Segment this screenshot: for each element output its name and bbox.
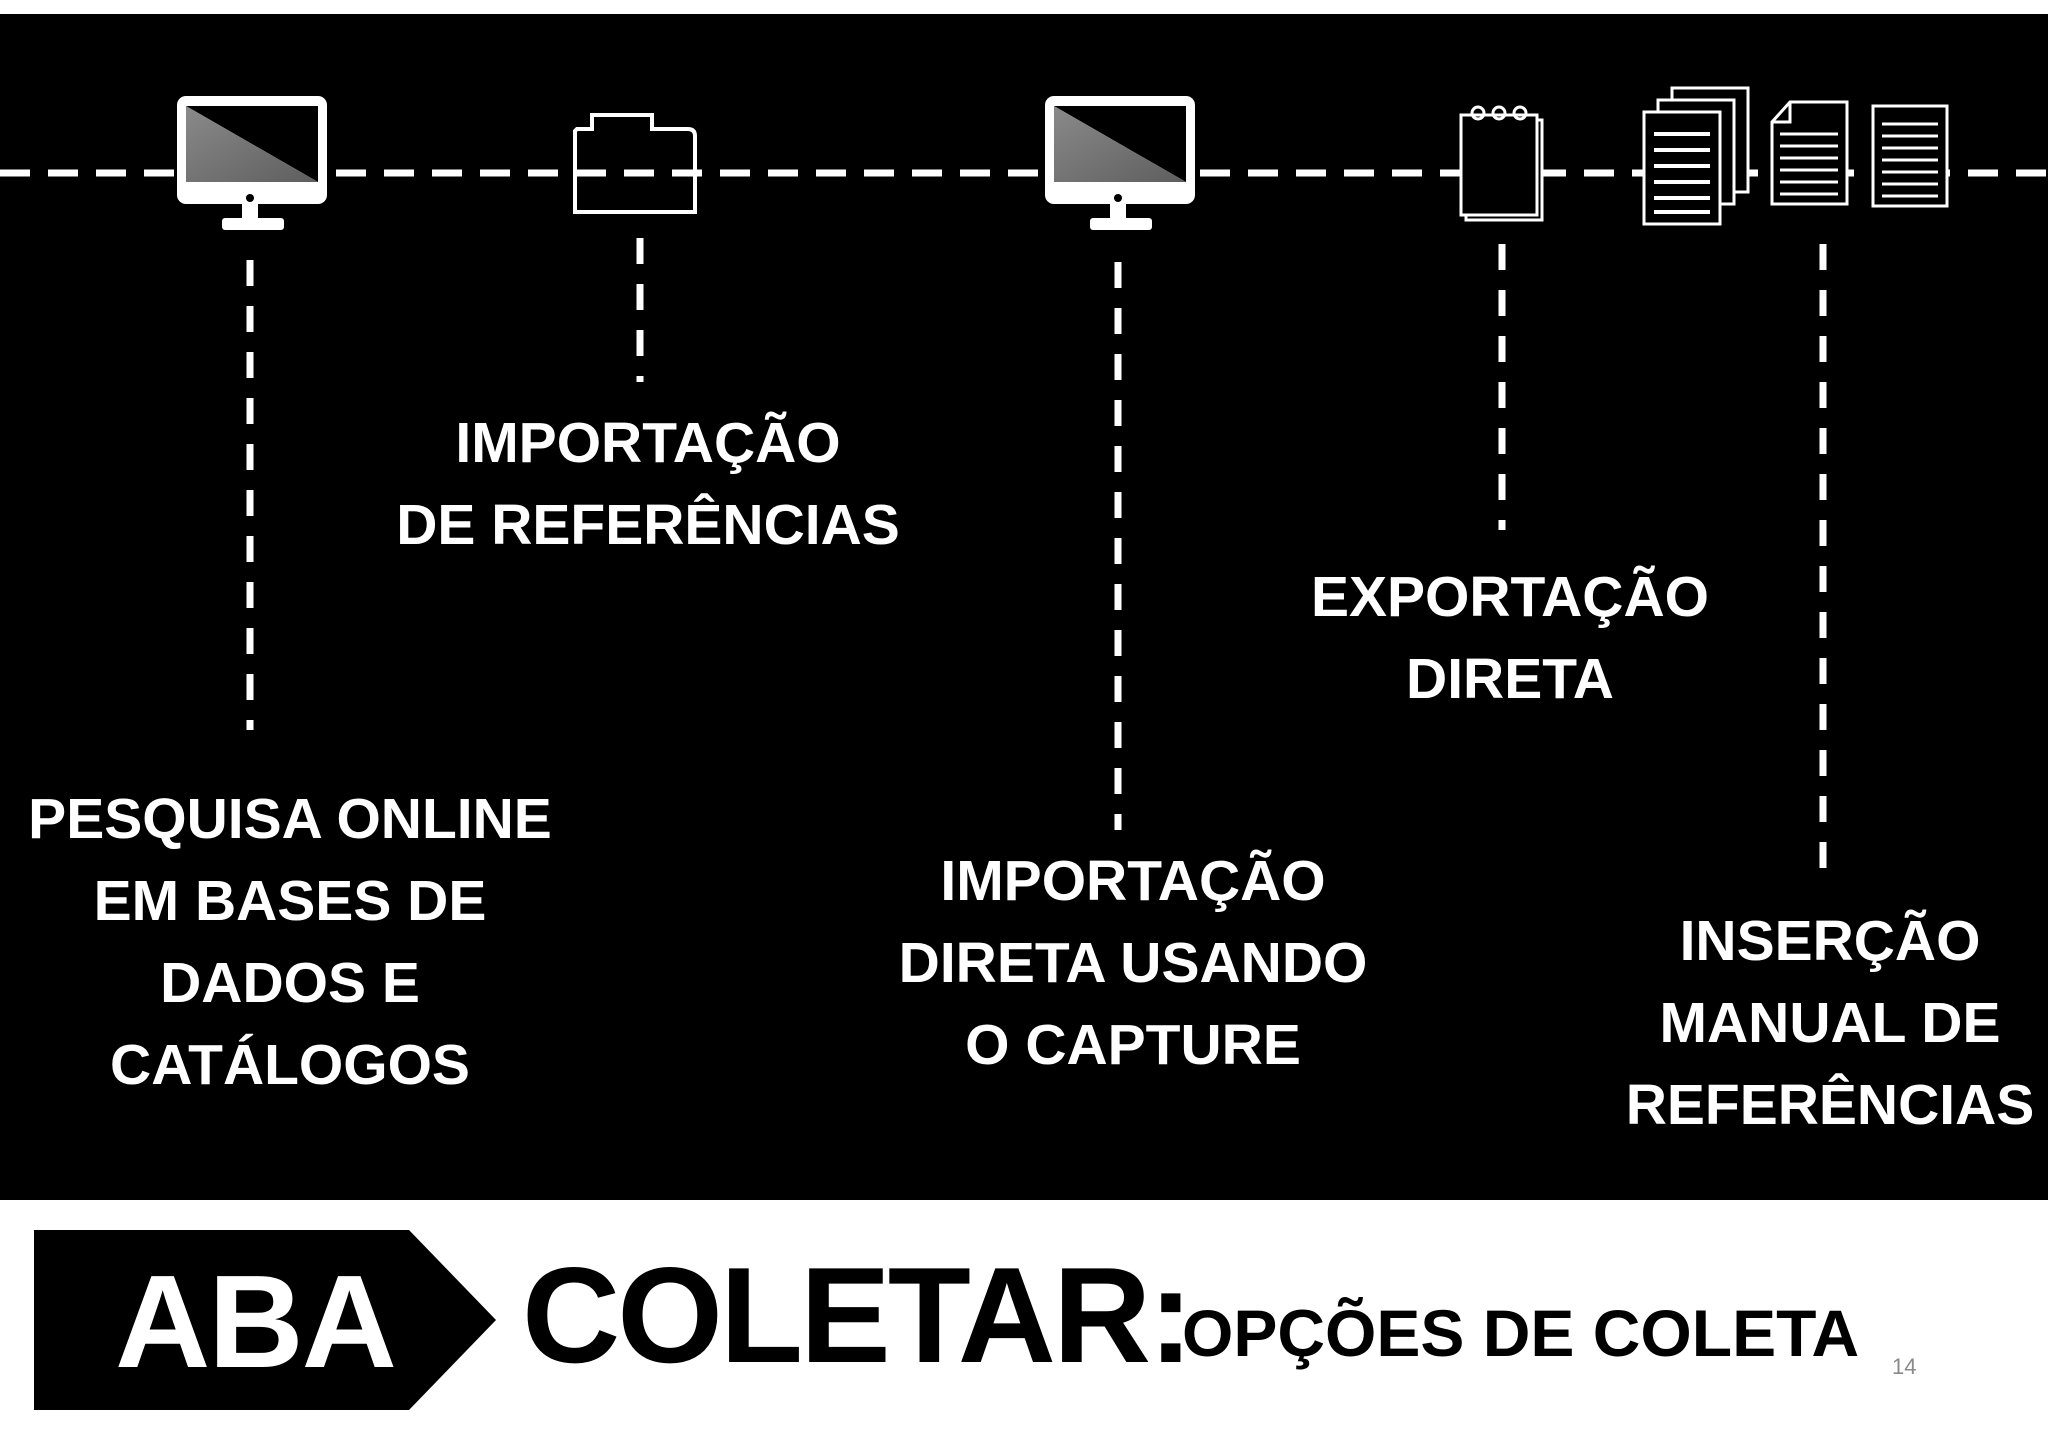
folder-icon [573,113,697,214]
timeline-diagram [0,86,2048,872]
label-line: DE REFERÊNCIAS [396,493,900,557]
label-line: INSERÇÃO [1679,909,1981,973]
label-line: O CAPTURE [965,1013,1301,1077]
documents-icon [1642,86,1949,226]
option-label-direct-export: EXPORTAÇÃO DIRETA [1290,556,1730,720]
label-line: EM BASES DE [93,869,487,933]
page-subtitle: OPÇÕES DE COLETA [1182,1296,1860,1370]
monitor-icon [177,96,327,230]
label-line: CATÁLOGOS [110,1033,470,1097]
page-number: 14 [1892,1354,1917,1379]
label-line: IMPORTAÇÃO [455,411,841,475]
label-line: EXPORTAÇÃO [1311,565,1709,629]
monitor-icon [1045,96,1195,230]
label-line: DIRETA USANDO [898,931,1368,995]
option-label-capture-import: IMPORTAÇÃO DIRETA USANDO O CAPTURE [868,840,1398,1086]
label-line: DADOS E [160,951,420,1015]
option-label-online-search: PESQUISA ONLINE EM BASES DE DADOS E CATÁ… [10,778,570,1106]
tag-label: ABA [115,1248,397,1395]
option-label-manual-insert: INSERÇÃO MANUAL DE REFERÊNCIAS [1612,900,2048,1146]
label-line: MANUAL DE [1659,991,2001,1055]
label-line: REFERÊNCIAS [1625,1073,2035,1137]
option-label-reference-import: IMPORTAÇÃO DE REFERÊNCIAS [388,402,908,566]
label-line: DIRETA [1406,647,1614,711]
notepad-icon [1459,105,1544,222]
label-line: PESQUISA ONLINE [28,787,552,851]
page-title: COLETAR: [522,1239,1193,1391]
tag-arrow-shape [34,1230,496,1410]
label-line: IMPORTAÇÃO [940,849,1326,913]
